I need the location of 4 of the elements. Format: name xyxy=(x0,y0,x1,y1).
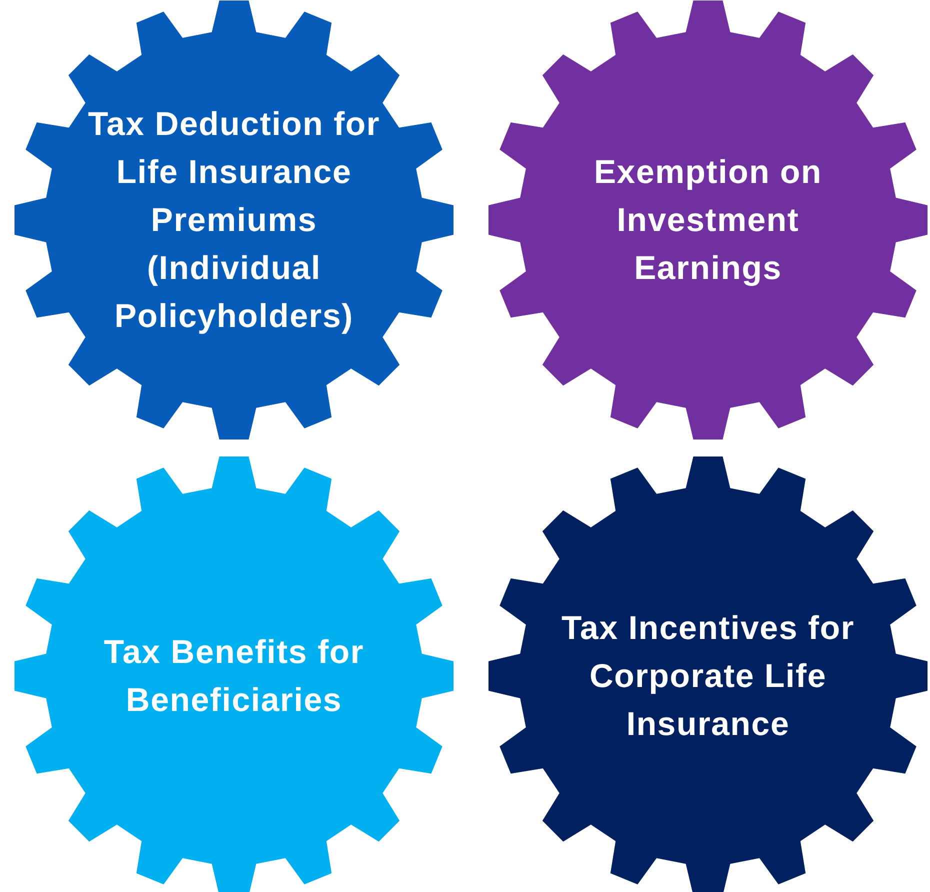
gear-label: Tax Benefits for Beneficiaries xyxy=(102,632,366,720)
gear-label: Exemption on Investment Earnings xyxy=(592,152,824,288)
gear-label: Tax Deduction for Life Insurance Premiums (Individual Policyholders) xyxy=(86,104,382,336)
gear-label: Tax Incentives for Corporate Life Insurance xyxy=(560,608,856,744)
